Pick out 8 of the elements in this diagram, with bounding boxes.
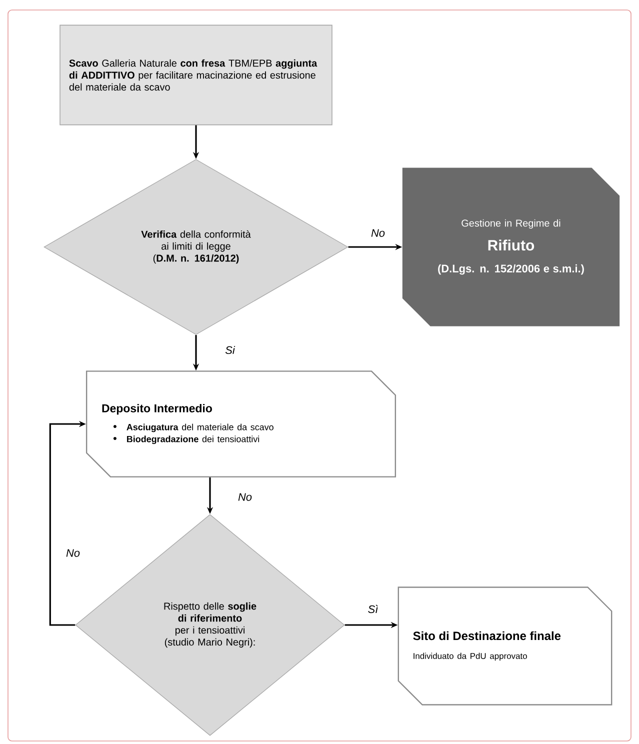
process-box: Deposito Intermedio Asciugatura del materiale da scavo Biodegradazione dei tensioattivi <box>86 370 396 478</box>
edge-label: No <box>370 228 386 238</box>
edge-label: Sì <box>366 603 380 615</box>
result-box: Sito di Destinazione finale Individuato da PdU approvato <box>398 586 612 706</box>
result-box: Gestione in Regime di Rifiuto (D.Lgs. n. 152/2006 e s.m.i.) <box>402 168 620 326</box>
edge-label: No <box>236 492 254 502</box>
process-box: Scavo Galleria Naturale con fresa TBM/EPB aggiunta di ADDITTIVO per facilitare macinazione ed estrusione del materiale da scavo <box>60 24 332 126</box>
edge-label: Si <box>224 344 236 356</box>
